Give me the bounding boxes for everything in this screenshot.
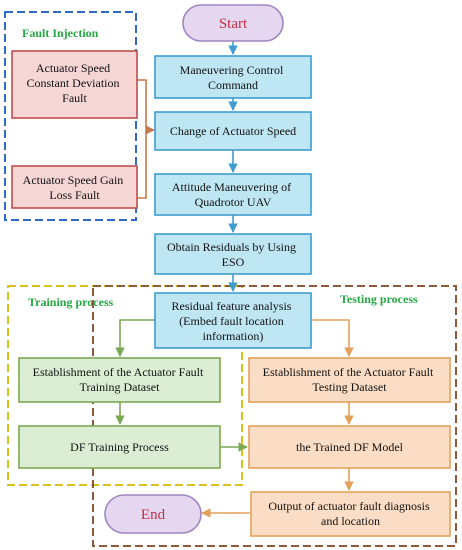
constant-deviation-fault-text: Actuator Speed Constant Deviation Fault [27,61,123,105]
arrow-analysis-to-testing-dataset [311,319,354,357]
output-diagnosis-text: Output of actuator fault diagnosis and l… [268,499,432,528]
df-training-text: DF Training Process [70,440,169,454]
change-speed-text: Change of Actuator Speed [170,124,296,138]
training-process-title: Training process [28,295,114,309]
testing-dataset-text: Establishment of the Actuator Fault Test… [263,365,437,394]
residual-analysis-box [154,292,312,349]
change-speed-box [154,111,312,151]
gain-loss-fault-box [11,165,138,209]
testing-process-group [92,285,457,547]
obtain-residuals-box [154,233,312,275]
maneuvering-control-box [154,55,312,99]
start-terminal [182,4,284,42]
end-label: End [141,507,166,523]
residual-analysis-text: Residual feature analysis (Embed fault l… [172,299,295,343]
attitude-maneuvering-box [154,173,312,216]
end-terminal [104,494,202,534]
training-dataset-box [18,357,221,403]
attitude-maneuvering-text: Attitude Maneuvering of Quadrotor UAV [172,180,294,209]
fault-injection-title: Fault Injection [22,26,99,40]
arrow-analysis-to-training-dataset [115,319,155,357]
training-dataset-text: Establishment of the Actuator Fault Trai… [33,365,207,394]
fault-merge-connector [137,79,147,199]
start-label: Start [219,16,248,32]
testing-dataset-box [248,357,451,403]
df-training-box [18,425,221,469]
trained-model-box [248,425,451,469]
obtain-residuals-text: Obtain Residuals by Using ESO [167,240,299,269]
gain-loss-fault-text: Actuator Speed Gain Loss Fault [23,173,127,202]
output-diagnosis-box [250,491,451,537]
constant-deviation-fault-box [11,50,138,119]
trained-model-text: the Trained DF Model [296,440,404,454]
maneuvering-control-text: Maneuvering Control Command [180,63,287,92]
testing-process-title: Testing process [340,292,418,306]
